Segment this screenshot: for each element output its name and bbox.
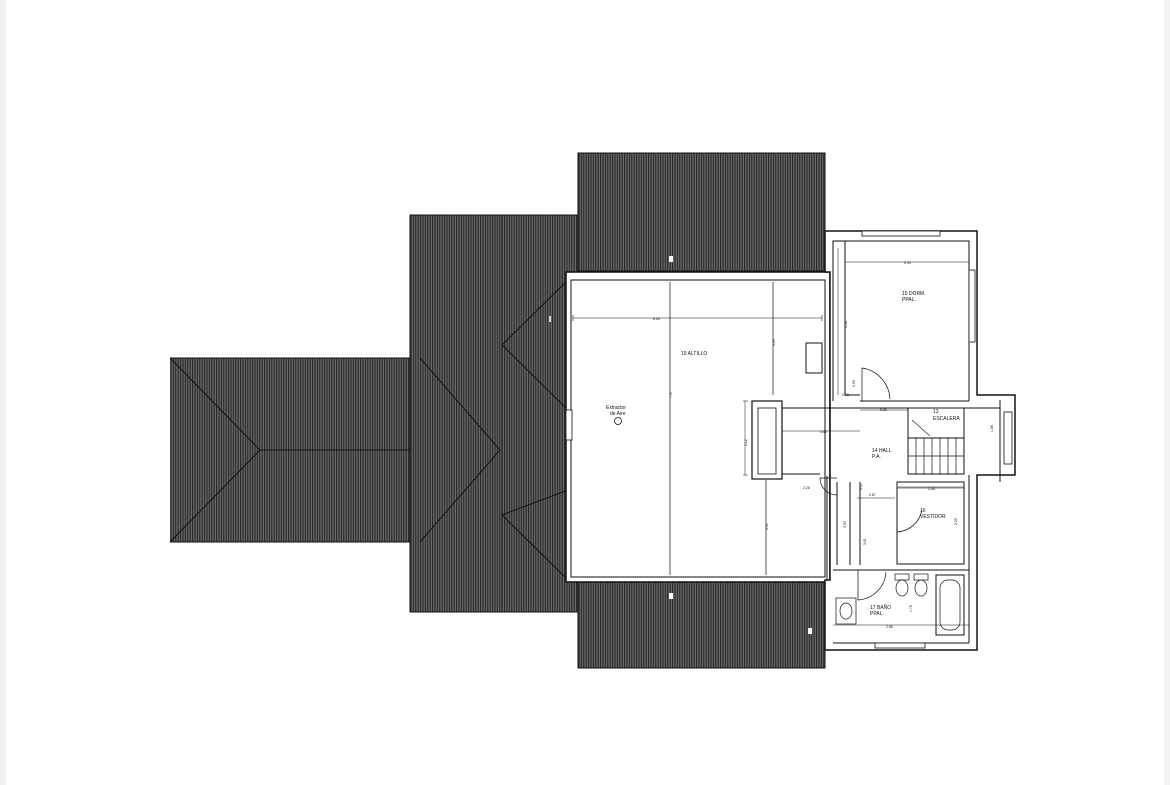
dim-dorm-width: 5,05 [904,261,911,265]
dim-nicho: 0,87 [869,493,876,497]
dim-side-left: 3,12 [744,439,748,446]
room-label-vestidor-1: 16 [920,508,926,514]
bathtub [935,574,965,636]
east-wing-walls [751,230,1016,651]
dim-altillo-right-top: 5,69 [772,339,776,346]
dim-hall-width: 3,63 [820,430,827,434]
dimension-labels: 8,65 7,97 5,69 3,91 5,05 4,38 3,63 5,89 … [653,261,994,629]
dim-pasillo-a: 0,93 [842,393,849,397]
dimension-lines [743,248,969,626]
dim-side-bath: 3,59 [843,521,847,528]
dim-altillo-width: 8,65 [653,317,660,321]
room-label-bano-2: PPAL. [870,611,884,617]
dim-bano-width: 2,56 [886,625,893,629]
roof-west-wing [169,357,500,543]
dim-dorm-depth: 4,38 [844,321,848,328]
room-label-altillo: 19 ALTILLO [681,351,707,357]
dim-escalera-side: 1,86 [990,425,994,432]
room-label-bano-1: 17 BAÑO [870,604,891,611]
dim-pasillo-e: 0,93 [852,380,856,387]
dim-hall-top: 5,89 [880,408,887,412]
altillo-room [549,271,831,583]
room-label-escalera-2: ESCALERA [933,416,960,422]
room-label-extractor-2: de Aire [610,411,626,417]
dim-pasillo-d: 2,26 [803,486,810,490]
roof-north-eave [577,152,826,272]
staircase [907,408,965,475]
dim-altillo-depth: 7,97 [669,391,673,398]
room-label-extractor-1: Extractor [606,405,626,411]
dim-altillo-right-bottom: 3,91 [765,523,769,530]
room-label-vestidor-2: VESTIDOR [920,514,946,520]
dim-vestidor-width: 2,46 [928,487,935,491]
room-label-dorm-2: PPAL. [902,297,916,303]
roof-central-block [409,214,597,613]
extractor-symbol [614,417,622,425]
room-label-hall-2: P.A. [872,454,881,460]
room-label-hall-1: 14 HALL [872,448,892,454]
bidet [913,573,929,597]
room-labels: 19 ALTILLO 15 DORM. PPAL. 13 ESCALERA 14… [606,291,960,617]
roof-south-eave [577,579,826,669]
room-label-dorm-1: 15 DORM. [902,291,926,297]
dim-bano-depth: 1,78 [909,605,913,612]
dim-pasillo-c: 4,47 [859,483,863,490]
washbasin [835,597,857,625]
dim-vestidor-depth: 2,29 [954,518,958,525]
dim-pasillo-b: 3,01 [863,538,867,545]
room-label-escalera-1: 13 [933,409,939,415]
toilet [894,573,910,597]
